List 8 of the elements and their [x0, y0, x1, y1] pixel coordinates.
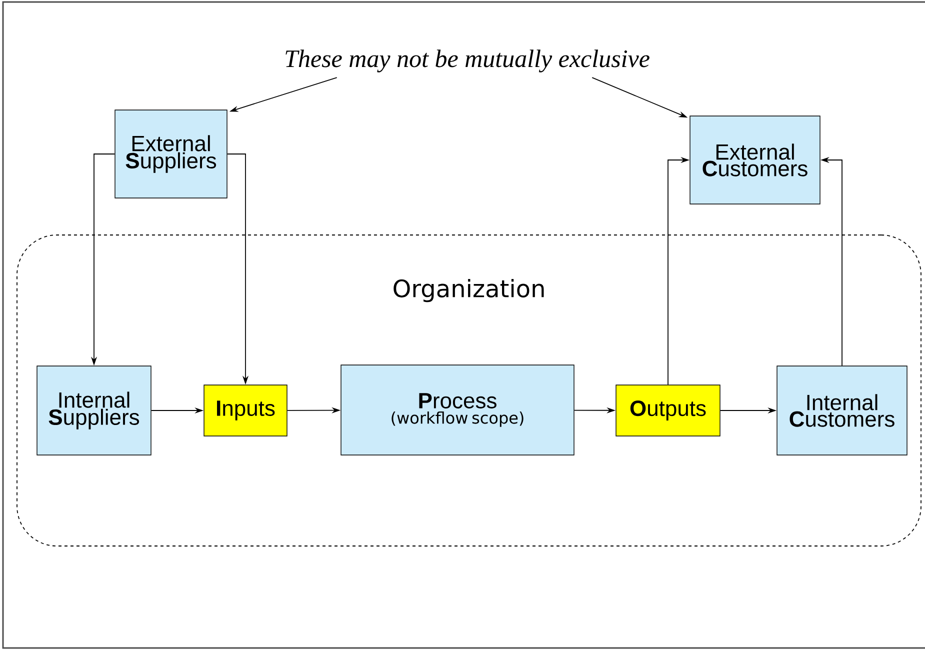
- flow-box: Inputs: [204, 384, 288, 436]
- process-box: External Suppliers: [114, 110, 228, 198]
- flow-box: Outputs: [616, 384, 720, 436]
- note-text: These may not be mutually exclusive: [286, 50, 650, 72]
- process-box: Internal Suppliers: [36, 366, 152, 456]
- process-box: External Customers: [690, 116, 820, 204]
- process-box: Process (workflow scope): [340, 364, 574, 456]
- process-box: Internal Customers: [776, 366, 908, 456]
